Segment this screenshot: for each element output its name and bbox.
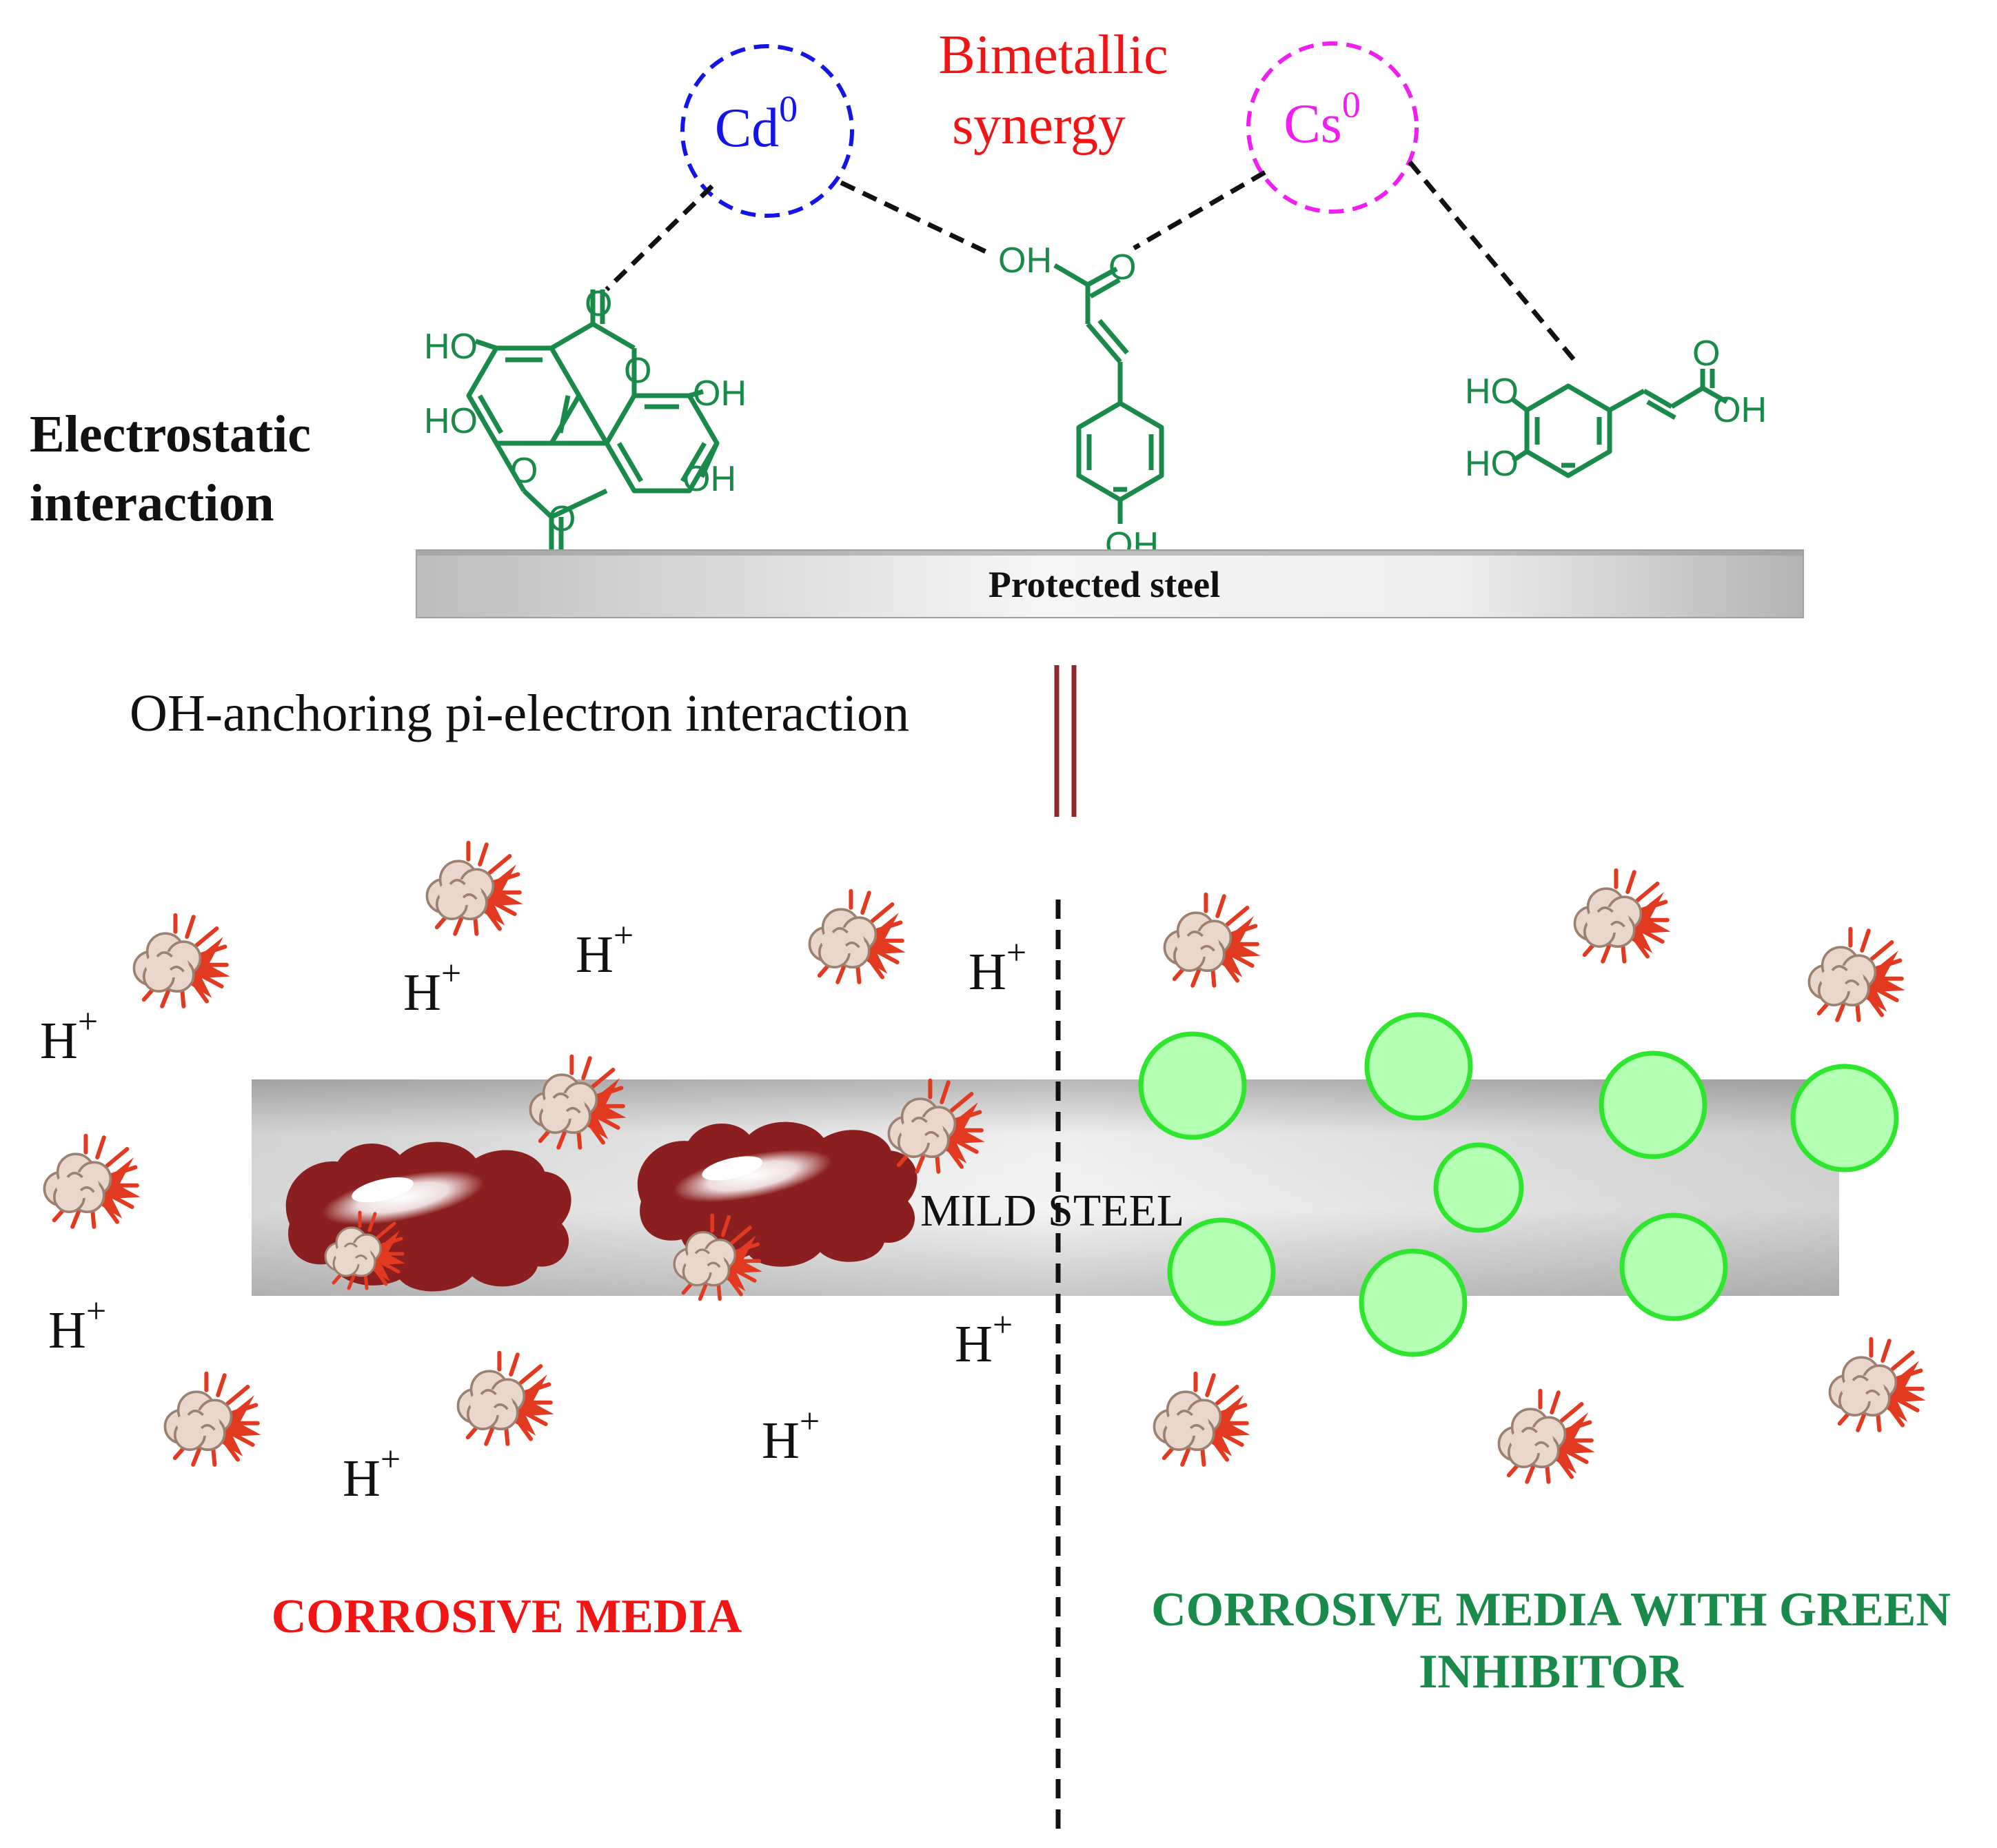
green-inhibitor-label-1: CORROSIVE MEDIA WITH GREEN bbox=[1151, 1583, 1951, 1636]
inhibitor-2 bbox=[1364, 1012, 1473, 1121]
inhibitor-8 bbox=[1619, 1212, 1728, 1321]
inhibitor-1 bbox=[1138, 1031, 1247, 1140]
h-ion-5: H+ bbox=[48, 1292, 106, 1359]
cs-metal-group: Cs0 bbox=[1246, 41, 1419, 214]
particle-6 bbox=[44, 1136, 140, 1227]
h-ion-4: H+ bbox=[40, 1002, 98, 1070]
particle-16 bbox=[1829, 1339, 1925, 1430]
cd-label: Cd0 bbox=[715, 88, 798, 159]
svg-text:HO: HO bbox=[424, 327, 478, 367]
svg-text:O: O bbox=[510, 451, 538, 491]
svg-text:OH: OH bbox=[998, 241, 1052, 281]
oh-anchoring-label: OH-anchoring pi-electron interaction bbox=[130, 684, 909, 742]
svg-text:HO: HO bbox=[424, 401, 478, 441]
cs-circle bbox=[1246, 41, 1419, 214]
particle-12 bbox=[1574, 871, 1670, 962]
inhibitor-molecules bbox=[1138, 1012, 1899, 1357]
particle-1 bbox=[427, 843, 523, 934]
inhibitor-7 bbox=[1359, 1248, 1468, 1357]
svg-text:OH: OH bbox=[682, 459, 736, 499]
electrostatic-label: Electrostatic bbox=[30, 405, 311, 463]
svg-text:HO: HO bbox=[1465, 444, 1519, 484]
particle-9 bbox=[165, 1374, 261, 1465]
h-ion-3: H+ bbox=[969, 933, 1026, 1001]
protected-steel-bar: Protected steel bbox=[416, 549, 1804, 618]
svg-text:O: O bbox=[1692, 334, 1720, 374]
caffeic-labels: HO HO O OH bbox=[1465, 334, 1767, 484]
cd-circle bbox=[680, 44, 854, 218]
caffeic-acid-molecule bbox=[1511, 369, 1728, 478]
svg-text:O: O bbox=[1108, 247, 1136, 287]
coordination-lines bbox=[605, 160, 1581, 367]
bimetallic-title: Bimetallic bbox=[938, 25, 1168, 85]
particle-10 bbox=[458, 1353, 554, 1444]
ellagic-labels: HO HO OH OH O O O O bbox=[424, 284, 747, 539]
svg-text:O: O bbox=[548, 499, 576, 539]
interaction-label: interaction bbox=[30, 474, 274, 532]
h-ion-1: H+ bbox=[576, 916, 633, 984]
hydrogen-ions: H+ H+ H+ H+ H+ H+ H+ H+ bbox=[40, 916, 1026, 1507]
inhibitor-6 bbox=[1167, 1217, 1276, 1326]
corrosive-media-label: CORROSIVE MEDIA bbox=[272, 1590, 742, 1643]
h-ion-2: H+ bbox=[403, 954, 461, 1022]
cs-label: Cs0 bbox=[1284, 84, 1361, 154]
h-ion-8: H+ bbox=[343, 1440, 401, 1507]
green-inhibitor-label-2: INHIBITOR bbox=[1419, 1645, 1684, 1698]
h-ion-7: H+ bbox=[762, 1402, 820, 1470]
coumaric-labels: OH O OH bbox=[998, 241, 1159, 565]
svg-text:HO: HO bbox=[1465, 372, 1519, 412]
particle-2 bbox=[134, 915, 230, 1006]
svg-text:OH: OH bbox=[1713, 390, 1767, 430]
particle-14 bbox=[1154, 1374, 1250, 1465]
particle-13 bbox=[1809, 929, 1905, 1020]
particle-11 bbox=[1164, 895, 1260, 986]
inhibitor-4 bbox=[1790, 1064, 1899, 1172]
particle-3 bbox=[809, 891, 905, 982]
coumaric-acid-molecule bbox=[1053, 263, 1164, 524]
particle-15 bbox=[1499, 1391, 1594, 1482]
svg-text:OH: OH bbox=[693, 374, 747, 414]
cd-metal-group: Cd0 bbox=[680, 44, 854, 218]
mild-steel-label: MILD STEEL bbox=[920, 1186, 1184, 1236]
svg-text:O: O bbox=[624, 351, 651, 391]
svg-text:O: O bbox=[585, 284, 612, 324]
h-ion-6: H+ bbox=[955, 1306, 1013, 1373]
inhibitor-5 bbox=[1433, 1142, 1524, 1233]
inhibitor-3 bbox=[1599, 1050, 1707, 1159]
protected-steel-label: Protected steel bbox=[989, 564, 1220, 605]
equals-divider bbox=[1054, 665, 1077, 817]
synergy-title: synergy bbox=[952, 95, 1126, 156]
ellagic-acid-molecule bbox=[466, 290, 720, 551]
